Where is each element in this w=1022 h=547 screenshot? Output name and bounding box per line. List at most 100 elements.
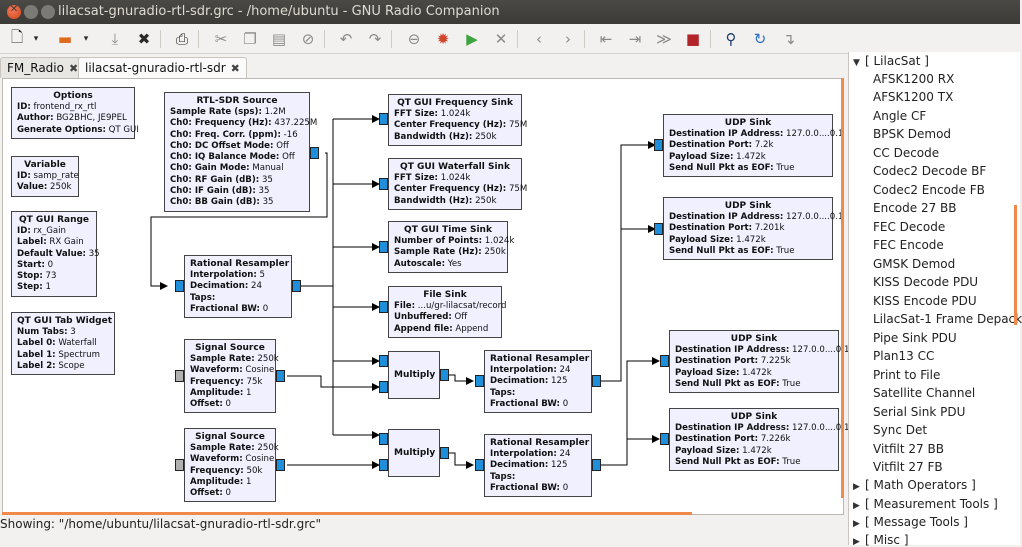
delete-icon[interactable]: ⊘	[301, 30, 315, 48]
tree-item[interactable]: KISS Encode PDU	[873, 294, 977, 308]
stop-record-icon[interactable]: ■	[685, 30, 701, 48]
qt-gui-frequency-sink-block[interactable]: QT GUI Frequency Sink FFT Size: 1.024k C…	[388, 94, 527, 146]
input-port[interactable]	[175, 280, 184, 292]
output-port[interactable]	[592, 375, 601, 387]
tree-category[interactable]: ▶[ Measurement Tools ]	[853, 497, 998, 511]
tree-category[interactable]: ▶[ Math Operators ]	[853, 478, 976, 492]
udp-sink-block[interactable]: UDP Sink Destination IP Address: 127.0.0…	[663, 114, 843, 178]
input-port[interactable]	[379, 241, 388, 253]
rational-resampler-block[interactable]: Rational Resampler Interpolation: 24 Dec…	[484, 434, 592, 498]
horizontal-scrollbar[interactable]	[2, 512, 692, 515]
window-close-button[interactable]: ✕	[7, 4, 21, 19]
tree-item[interactable]: Encode 27 BB	[873, 201, 957, 215]
disable-block-icon[interactable]: ⊖	[407, 30, 421, 48]
output-port[interactable]	[592, 459, 601, 471]
output-port[interactable]	[440, 447, 449, 459]
qt-gui-time-sink-block[interactable]: QT GUI Time Sink Number of Points: 1.024…	[388, 221, 514, 273]
udp-sink-block[interactable]: UDP Sink Destination IP Address: 127.0.0…	[669, 408, 849, 472]
rtl-sdr-source-block[interactable]: RTL-SDR Source Sample Rate (sps): 1.2M C…	[164, 92, 317, 212]
tree-item[interactable]: Codec2 Encode FB	[873, 183, 985, 197]
window-maximize-button[interactable]	[41, 5, 55, 19]
input-port[interactable]	[379, 355, 388, 367]
tree-item[interactable]: Angle CF	[873, 109, 927, 123]
tree-item[interactable]: Satellite Channel	[873, 386, 976, 400]
tab-fm-radio[interactable]: FM_Radio✖	[0, 57, 86, 78]
tree-item[interactable]: AFSK1200 RX	[873, 72, 955, 86]
tree-item[interactable]: LilacSat-1 Frame Depack	[873, 312, 1022, 326]
enable-block-icon[interactable]: ⇤	[599, 30, 613, 48]
qt-gui-range-block[interactable]: QT GUI Range ID: rx_Gain Label: RX Gain …	[11, 211, 100, 297]
multiply-block[interactable]: Multiply	[388, 351, 440, 399]
new-dropdown-icon[interactable]: ▾	[33, 34, 39, 44]
tree-item[interactable]: Sync Det	[873, 423, 928, 437]
tree-item[interactable]: KISS Decode PDU	[873, 275, 979, 289]
rotate-left-icon[interactable]: ‹	[536, 30, 542, 48]
flowgraph-canvas[interactable]: Options ID: frontend_rx_rtl Author: BG2B…	[2, 78, 849, 515]
qt-gui-tab-widget-block[interactable]: QT GUI Tab Widget Num Tabs: 3 Label 0: W…	[11, 312, 115, 376]
output-port[interactable]	[292, 280, 301, 292]
signal-source-block[interactable]: Signal Source Sample Rate: 250k Waveform…	[184, 339, 279, 414]
block-library-tree[interactable]: ▼[ LilacSat ] AFSK1200 RX AFSK1200 TX An…	[848, 52, 1022, 547]
redo-arrow-icon[interactable]: ↴	[782, 30, 796, 48]
tree-category-lilacsat[interactable]: ▼[ LilacSat ]	[853, 54, 929, 68]
close-flowgraph-icon[interactable]: ✖	[137, 30, 151, 48]
tree-item[interactable]: BPSK Demod	[873, 127, 952, 141]
multiply-block[interactable]: Multiply	[388, 429, 440, 477]
input-port[interactable]	[654, 223, 663, 235]
input-port[interactable]	[175, 459, 184, 471]
close-icon[interactable]: ✖	[68, 62, 79, 75]
generate-icon[interactable]: ✹	[436, 30, 450, 48]
bypass-block-icon[interactable]: ⇥	[628, 30, 642, 48]
output-port[interactable]	[310, 147, 319, 159]
tree-item[interactable]: GMSK Demod	[873, 257, 956, 271]
tree-item[interactable]: Serial Sink PDU	[873, 405, 966, 419]
tree-item[interactable]: AFSK1200 TX	[873, 90, 954, 104]
input-port[interactable]	[660, 433, 669, 445]
signal-source-block[interactable]: Signal Source Sample Rate: 250k Waveform…	[184, 428, 279, 503]
input-port[interactable]	[379, 113, 388, 125]
input-port[interactable]	[379, 459, 388, 471]
options-block[interactable]: Options ID: frontend_rx_rtl Author: BG2B…	[11, 87, 139, 139]
open-folder-icon[interactable]: ▬	[57, 30, 73, 48]
forward-icon[interactable]: ≫	[656, 30, 672, 48]
tree-item[interactable]: Pipe Sink PDU	[873, 331, 957, 345]
tree-item[interactable]: FEC Decode	[873, 220, 946, 234]
input-port[interactable]	[379, 381, 388, 393]
input-port[interactable]	[379, 301, 388, 313]
input-port[interactable]	[379, 178, 388, 190]
tree-item[interactable]: Vitfilt 27 FB	[873, 460, 943, 474]
reload-icon[interactable]: ↻	[753, 30, 767, 48]
tree-item[interactable]: FEC Encode	[873, 238, 944, 252]
output-port[interactable]	[276, 459, 285, 471]
execute-icon[interactable]: ▶	[466, 30, 478, 48]
save-icon[interactable]: ⤓	[111, 30, 119, 48]
cut-icon[interactable]: ✂	[214, 30, 228, 48]
input-port[interactable]	[654, 139, 663, 151]
output-port[interactable]	[276, 370, 285, 382]
input-port[interactable]	[175, 370, 184, 382]
tree-item[interactable]: Codec2 Decode BF	[873, 164, 987, 178]
tree-item[interactable]: Vitfilt 27 BB	[873, 442, 944, 456]
tab-lilacsat[interactable]: lilacsat-gnuradio-rtl-sdr✖	[78, 57, 247, 78]
vertical-scrollbar[interactable]	[841, 78, 844, 498]
print-icon[interactable]: ⎙	[175, 30, 188, 48]
tree-category[interactable]: ▶[ Misc ]	[853, 533, 909, 547]
udp-sink-block[interactable]: UDP Sink Destination IP Address: 127.0.0…	[669, 330, 849, 394]
input-port[interactable]	[475, 375, 484, 387]
input-port[interactable]	[660, 355, 669, 367]
tree-item[interactable]: CC Decode	[873, 146, 940, 160]
input-port[interactable]	[379, 433, 388, 445]
new-file-icon[interactable]: 🗋	[10, 27, 24, 46]
rational-resampler-block[interactable]: Rational Resampler Interpolation: 5 Deci…	[184, 255, 292, 319]
open-dropdown-icon[interactable]: ▾	[83, 34, 89, 44]
tree-category[interactable]: ▶[ Message Tools ]	[853, 515, 968, 529]
paste-icon[interactable]: ▤	[271, 30, 287, 48]
qt-gui-waterfall-sink-block[interactable]: QT GUI Waterfall Sink FFT Size: 1.024k C…	[388, 158, 527, 210]
search-icon[interactable]: ⚲	[725, 30, 737, 48]
sidebar-scrollbar[interactable]	[1014, 205, 1017, 325]
file-sink-block[interactable]: File Sink File: ...u/gr-lilacsat/record …	[388, 286, 506, 338]
output-port[interactable]	[440, 369, 449, 381]
rotate-right-icon[interactable]: ›	[565, 30, 571, 48]
tree-item[interactable]: Plan13 CC	[873, 349, 935, 363]
rational-resampler-block[interactable]: Rational Resampler Interpolation: 24 Dec…	[484, 350, 592, 414]
